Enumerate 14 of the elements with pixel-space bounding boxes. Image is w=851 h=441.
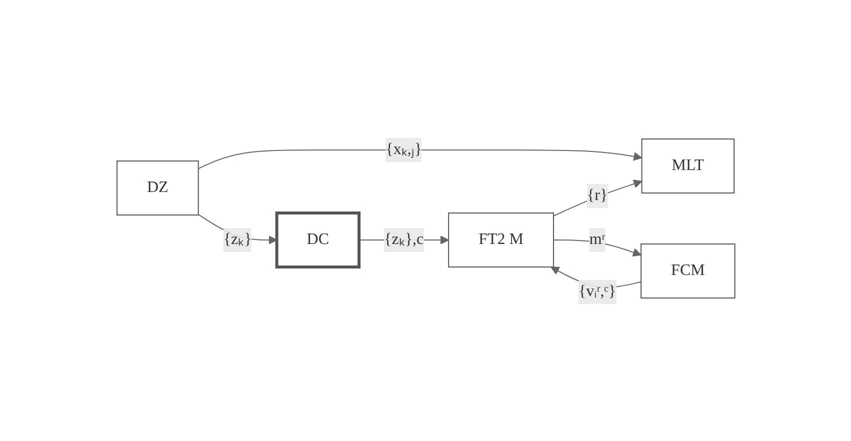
arrow — [552, 239, 642, 256]
edge-label: {zₖ} — [222, 230, 252, 248]
edge-label: {zₖ},c — [384, 230, 424, 248]
edge-label: {xₖ,ⱼ} — [385, 140, 422, 158]
arrow — [552, 179, 642, 216]
node-box: FT2 M — [448, 212, 554, 267]
node-box: DZ — [116, 160, 198, 215]
node-box: FCM — [640, 243, 735, 298]
node-box: DC — [274, 211, 360, 268]
arrow — [197, 149, 642, 169]
node-box: MLT — [640, 138, 734, 193]
edge-label: {r} — [586, 186, 608, 204]
edge-label: mʳ — [588, 230, 605, 248]
edge-label: {vᵢʳ,ᶜ} — [578, 282, 616, 300]
